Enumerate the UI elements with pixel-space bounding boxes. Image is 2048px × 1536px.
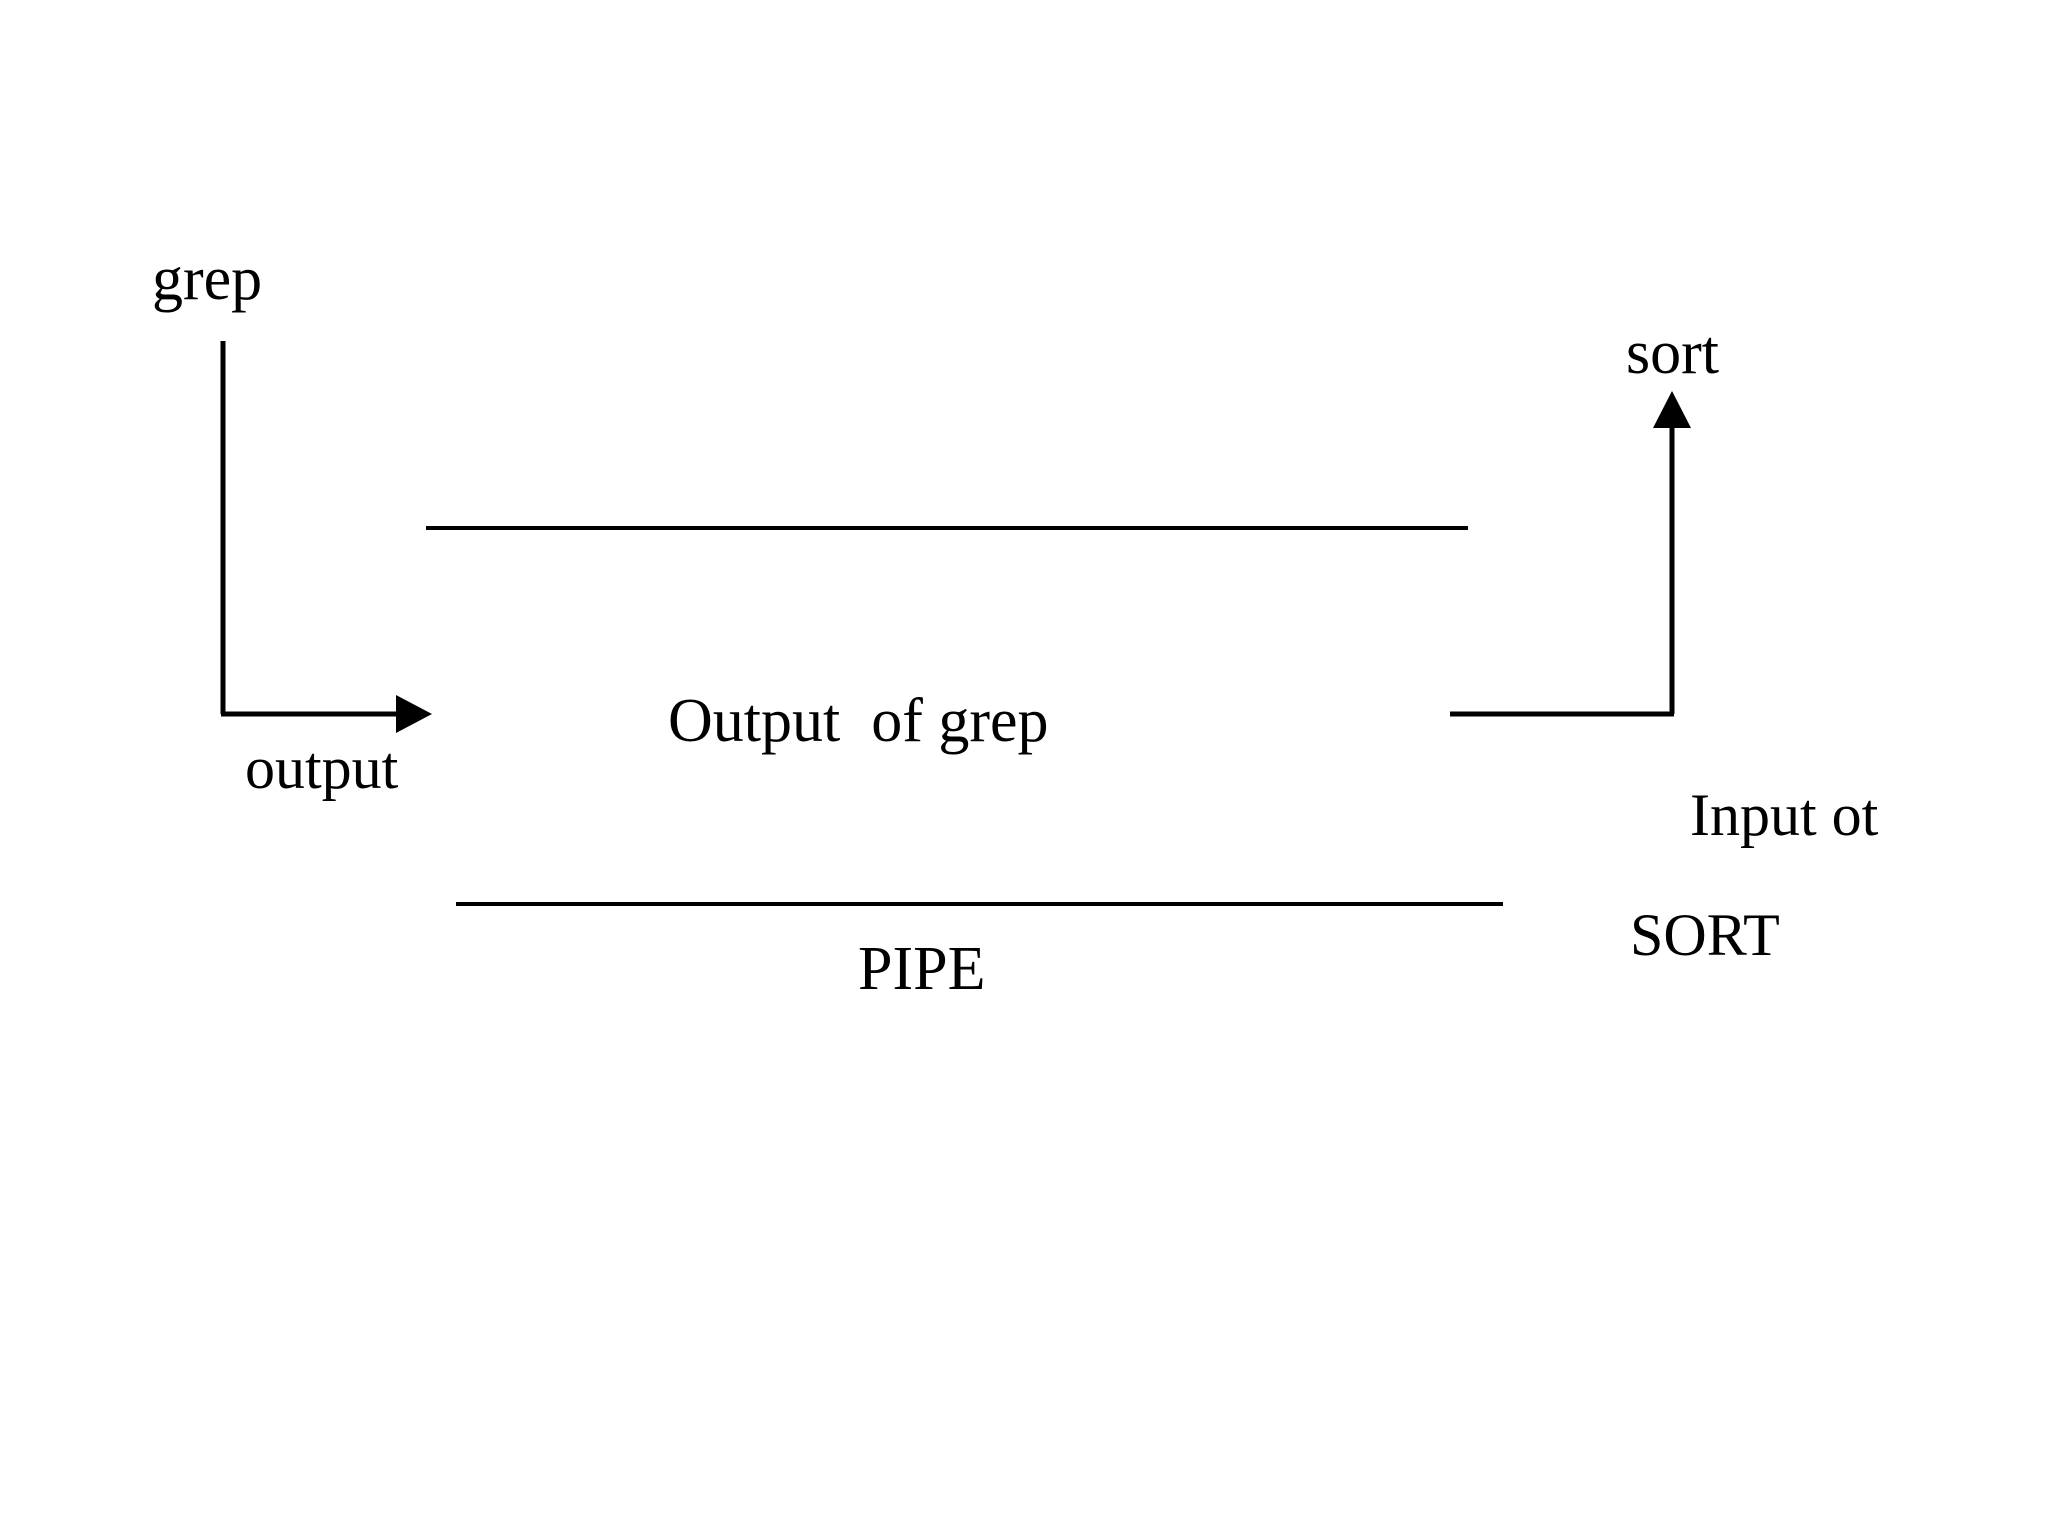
label-input-of-sort-line1: Input ot — [1690, 782, 1879, 848]
grep-output-arrow — [220, 341, 432, 733]
label-output: output — [245, 735, 399, 801]
grep-arrowhead-right — [396, 695, 432, 733]
sort-arrowhead-up — [1653, 391, 1691, 428]
label-pipe: PIPE — [858, 935, 986, 1003]
label-input-of-sort-line2: SORT — [1630, 902, 1780, 968]
label-grep: grep — [152, 245, 263, 313]
label-output-of-grep: Output of grep — [668, 687, 1049, 755]
label-input-of-sort: Input ot SORT — [1630, 725, 1878, 1085]
label-sort: sort — [1626, 319, 1719, 387]
sort-input-arrow — [1450, 391, 1691, 717]
